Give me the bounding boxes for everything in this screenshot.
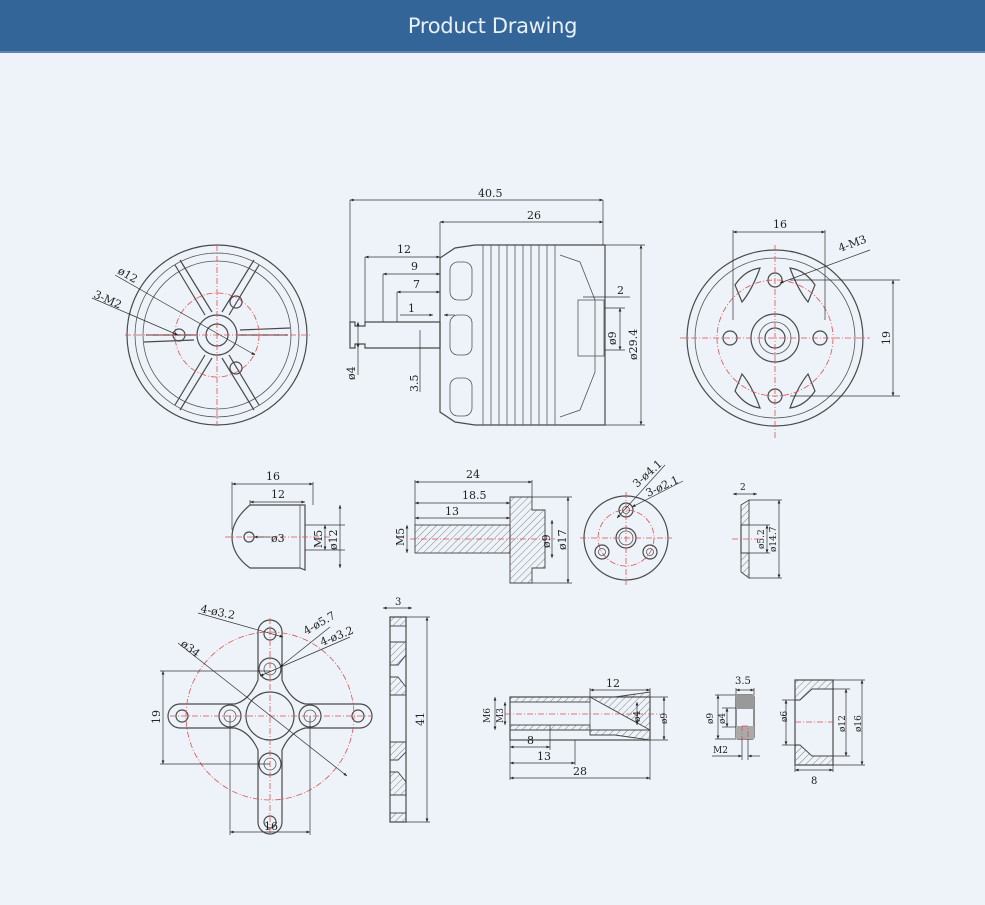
hole-spacing-v-label: 19 [880,331,893,345]
adapter-d2-label: ø17 [556,529,569,550]
washer-outer-label: ø14.7 [769,526,779,552]
motor-side-view: 40.5 26 12 9 7 1 ø4 3.5 2 ø9 ø29.4 [345,187,645,426]
side-thickness-label: 3 [395,597,401,608]
mount-circle-label: ø34 [178,637,202,660]
hole-spacing-h-label: 16 [773,218,787,231]
adapter-thread-label: M5 [394,528,407,546]
nut-diameter-label: ø12 [327,529,340,550]
mount-spacing-v-label: 19 [150,710,163,724]
nut-hole-label: ø3 [271,532,285,545]
shaft-7-label: 7 [413,278,420,291]
cone-adapter: ø6 ø12 ø16 8 [780,679,865,787]
shaft-3-5-label: 3.5 [408,375,421,393]
side-length-label: 41 [414,712,427,726]
sleeve-inner-thread-label: M3 [496,708,506,723]
nut-length2-label: 12 [271,488,285,501]
nut-length-label: 16 [266,470,280,483]
adapter-d1-label: ø9 [540,534,553,548]
adapter-length2-label: 18.5 [462,489,487,502]
motor-back-view: 16 4-M3 19 [680,218,900,440]
cone-d1-label: ø12 [838,715,848,732]
overall-length-label: 40.5 [478,187,503,200]
shaft-diameter-label: ø4 [345,366,358,380]
nut-thread-label: M5 [312,530,325,548]
hub-diameter-label: ø12 [116,264,140,286]
x-mount: 4-ø3.2 4-ø5.7 4-ø3.2 ø34 19 16 [150,602,373,835]
sleeve-13-label: 13 [537,750,551,763]
product-drawing: ø12 3-M2 [92,187,900,835]
mount-holes-a-label: 4-ø3.2 [199,602,236,622]
sleeve-28-label: 28 [573,765,587,778]
mount-holes-label: 3-M2 [92,288,124,312]
boss-diameter-label: ø9 [606,331,619,345]
sleeve-outer-thread-label: M6 [483,708,493,723]
washer-inner-label: ø5.2 [757,529,767,549]
collar-outer-label: ø9 [706,713,716,724]
shaft-12-label: 12 [397,243,411,256]
washer-thickness-label: 2 [740,483,746,493]
body-length-label: 26 [527,209,541,222]
section-header: Product Drawing [0,0,985,53]
section-title: Product Drawing [407,13,578,38]
collar-inner-label: ø4 [718,713,728,724]
cone-bore-label: ø6 [780,711,790,722]
gap-label: 2 [617,284,624,297]
mount-spacing-h-label: 16 [264,820,278,833]
collar: 3.5 ø9 ø4 M2 [706,676,760,760]
cone-d2-label: ø16 [854,715,864,732]
prop-disc: 3-ø4.1 3-ø2.1 [580,457,684,585]
adapter-length-label: 24 [466,468,480,481]
body-diameter-label: ø29.4 [627,329,640,360]
cone-length-label: 8 [811,776,817,787]
washer: 2 ø5.2 ø14.7 [732,483,782,579]
sleeve-bore-label: ø4 [633,711,643,722]
motor-front-view: ø12 3-M2 [92,244,310,426]
adapter-length3-label: 13 [445,505,459,518]
shaft-9-label: 9 [411,260,418,273]
x-mount-side-view: 3 41 [383,597,430,823]
collar-screw-label: M2 [713,746,728,756]
collar-thickness-label: 3.5 [735,676,751,687]
spinner-nut: 16 12 ø3 M5 ø12 [225,470,345,571]
sleeve-8-label: 8 [527,734,534,747]
threaded-sleeve: 12 M6 M3 ø4 ø9 8 13 28 [483,677,670,780]
sleeve-tip-label: ø9 [660,713,670,724]
shaft-1-label: 1 [408,302,415,315]
back-holes-label: 4-M3 [837,233,869,255]
prop-adapter: 24 18.5 13 M5 ø9 ø17 [394,468,572,584]
sleeve-cone-length-label: 12 [606,677,620,690]
